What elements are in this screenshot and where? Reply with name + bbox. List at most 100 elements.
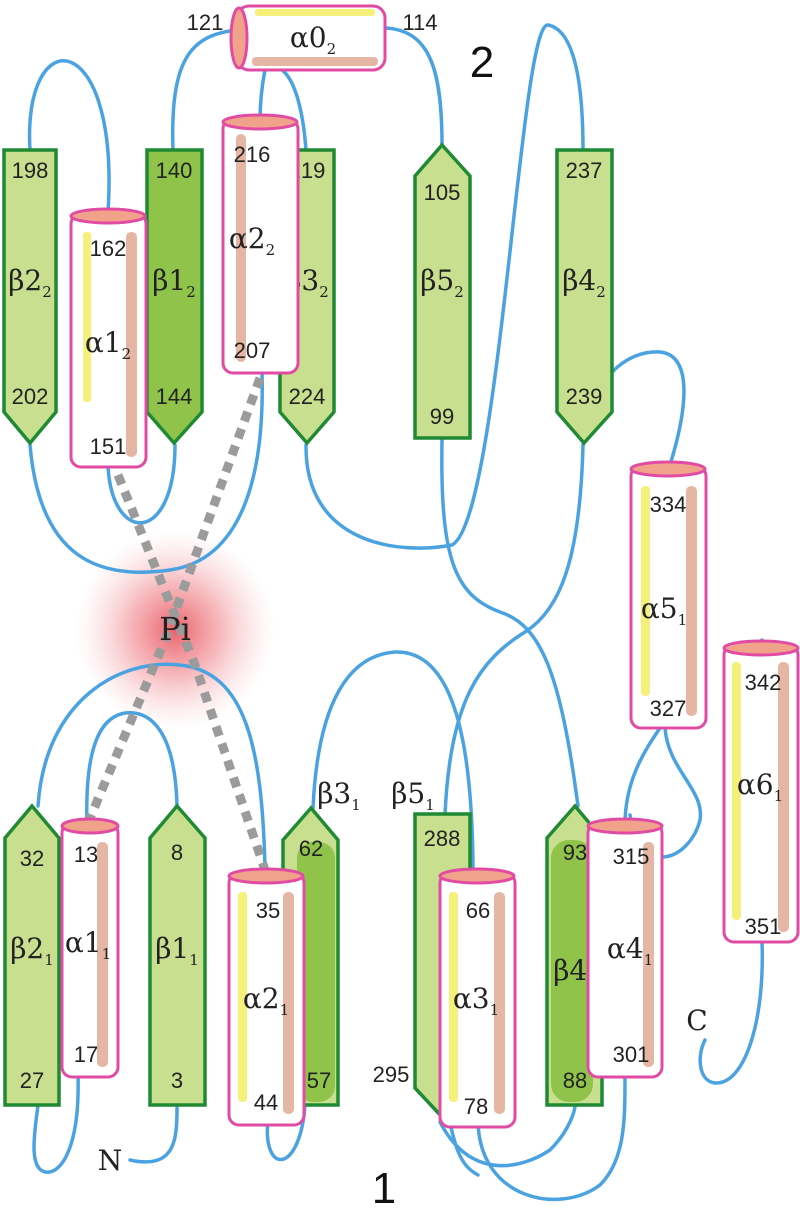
- helix-a4-1-end: 301: [613, 1042, 650, 1067]
- helix-a1-1: 13 α11 17: [60, 817, 120, 1079]
- helix-a4-1: 315 α41 301: [586, 817, 664, 1079]
- strand-b2-1-sub: 1: [44, 951, 54, 969]
- strand-b5-2: 105 β52 99: [413, 142, 472, 440]
- strand-b1-1-name: β1: [155, 932, 189, 965]
- strand-b2-1: 32 β21 27: [3, 803, 61, 1107]
- c-terminus-label: C: [686, 1004, 707, 1037]
- loop-a22-b32: [280, 68, 308, 152]
- strand-b1-1: 8 β11 3: [148, 803, 207, 1107]
- strand-b2-1-name: β2: [10, 932, 44, 965]
- loop-a61-c: [698, 940, 765, 1085]
- strand-b4-1-end: 88: [563, 1068, 587, 1093]
- svg-text:β42: β42: [562, 264, 606, 301]
- helix-a0-2: 121 α02 114: [187, 4, 438, 72]
- strand-b2-2-end: 202: [12, 384, 49, 409]
- svg-text:β51: β51: [391, 777, 435, 814]
- strand-b1-1-start: 8: [171, 840, 183, 865]
- svg-text:α22: α22: [229, 222, 275, 259]
- helix-a1-2-sub: 2: [122, 345, 132, 363]
- helix-a0-2-end: 114: [402, 10, 437, 35]
- strand-b2-2-sub: 2: [42, 283, 52, 301]
- helix-a4-1-start: 315: [613, 844, 650, 869]
- helix-a2-1: 35 α21 44: [227, 867, 306, 1127]
- strand-b1-2: 140 β12 144: [145, 148, 204, 446]
- helix-a2-2-sub: 2: [266, 241, 276, 259]
- strand-b2-2: 198 β22 202: [2, 148, 58, 446]
- helix-a1-1-start: 13: [74, 842, 98, 867]
- helix-a1-2-start: 162: [90, 236, 127, 261]
- loop-b22-a12: [27, 59, 111, 214]
- strand-b5-1-end: 295: [373, 1062, 410, 1087]
- strand-b5-1-name: β5: [391, 777, 425, 810]
- helix-a0-2-name: α0: [290, 21, 327, 54]
- domain-1-label: 1: [372, 1164, 396, 1213]
- helix-a2-1-sub: 1: [280, 1001, 290, 1019]
- strand-b2-2-name: β2: [8, 264, 42, 297]
- strand-b5-2-name: β5: [420, 264, 454, 297]
- strand-b4-2-start: 237: [566, 158, 603, 183]
- loop-b11-a11: [85, 710, 179, 828]
- strand-b4-1-start: 93: [563, 840, 587, 865]
- helix-a1-2-end: 151: [90, 434, 127, 459]
- helix-a5-1-sub: 1: [678, 611, 688, 629]
- loop-b31-a31: [311, 650, 475, 870]
- strand-b1-2-end: 144: [156, 384, 193, 409]
- helix-a6-1: 342 α61 351: [722, 639, 800, 944]
- strand-b3-2-sub: 2: [319, 283, 329, 301]
- strand-b3-1-name: β3: [317, 777, 351, 810]
- svg-text:β11: β11: [155, 932, 199, 969]
- helix-a3-1: 66 α31 78: [438, 867, 517, 1129]
- helix-a4-1-name: α4: [607, 932, 644, 965]
- helix-a3-1-sub: 1: [490, 1001, 500, 1019]
- helix-a6-1-name: α6: [737, 768, 774, 801]
- dash-a12-a21: [113, 473, 270, 872]
- pi-contact-lines: [80, 376, 270, 872]
- loop-b32-b42: [304, 23, 585, 550]
- domain-2-label: 2: [470, 38, 494, 87]
- helix-a1-2: 162 α12 151: [69, 207, 148, 469]
- helix-a3-1-start: 66: [466, 898, 490, 923]
- strand-b3-1-start: 62: [299, 836, 323, 861]
- loop-b12-a02: [170, 28, 239, 152]
- helix-a5-1-name: α5: [641, 592, 678, 625]
- helix-a0-2-sub: 2: [327, 40, 337, 58]
- pi-site-glow: [75, 530, 275, 730]
- strand-b1-2-start: 140: [156, 158, 193, 183]
- strand-b5-2-start: 105: [424, 180, 461, 205]
- helix-a6-1-start: 342: [745, 670, 782, 695]
- helix-a5-1-end: 327: [650, 696, 687, 721]
- strand-b5-1-sub: 1: [425, 796, 435, 814]
- loop-b21-a21: [36, 662, 267, 870]
- svg-text:α12: α12: [85, 326, 131, 363]
- svg-text:α11: α11: [65, 926, 111, 963]
- strand-b5-2-sub: 2: [454, 283, 464, 301]
- strand-b5-1-start: 288: [424, 826, 461, 851]
- strand-b4-2-name: β4: [562, 264, 596, 297]
- loop-a41-a51: [623, 726, 662, 827]
- helix-a2-1-end: 44: [254, 1090, 278, 1115]
- helix-a1-1-end: 17: [74, 1042, 98, 1067]
- svg-text:β22: β22: [8, 264, 52, 301]
- svg-text:α61: α61: [737, 768, 783, 805]
- strand-b1-1-sub: 1: [189, 951, 199, 969]
- helix-a1-2-name: α1: [85, 326, 122, 359]
- strand-b2-1-start: 32: [20, 846, 44, 871]
- loop-a21-b31: [265, 1103, 307, 1162]
- loop-a12-b12: [106, 443, 177, 525]
- helix-a0-2-start: 121: [187, 10, 224, 35]
- svg-text:α31: α31: [453, 982, 499, 1019]
- pi-label: Pi: [159, 610, 191, 648]
- loop-a02-b52: [383, 26, 444, 147]
- helix-a5-1: 334 α51 327: [629, 460, 708, 730]
- strand-b2-1-end: 27: [20, 1068, 44, 1093]
- loop-n-b11: [128, 1106, 179, 1164]
- svg-text:β12: β12: [152, 264, 196, 301]
- helix-a3-1-end: 78: [464, 1094, 488, 1119]
- helix-a3-1-name: α3: [453, 982, 490, 1015]
- helix-a2-2-end: 207: [234, 338, 271, 363]
- helix-a2-2-name: α2: [229, 222, 266, 255]
- strand-b2-2-start: 198: [12, 158, 49, 183]
- loop-a31-b41: [438, 1103, 577, 1168]
- strand-b1-2-name: β1: [152, 264, 186, 297]
